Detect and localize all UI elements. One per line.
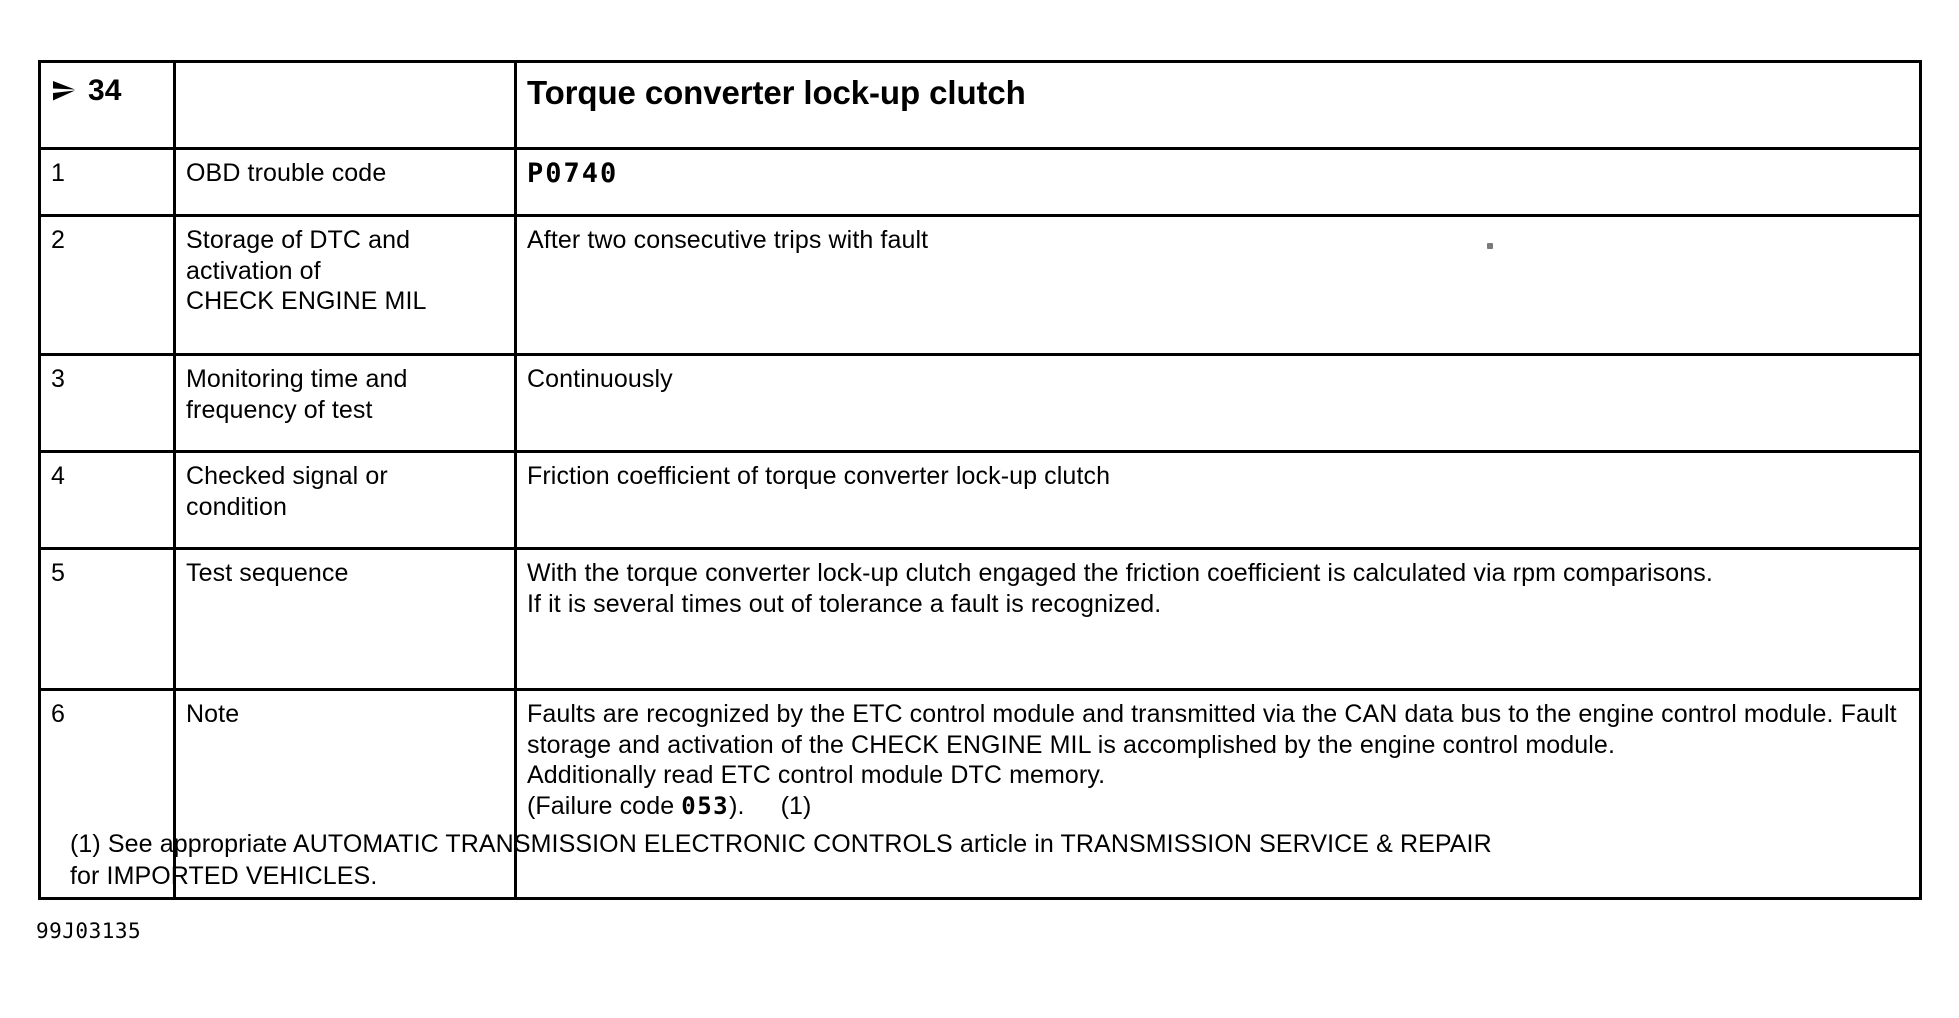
row-value: Faults are recognized by the ETC control… (514, 688, 1922, 900)
header-empty-cell (173, 60, 517, 150)
table-row: 5 Test sequence With the torque converte… (38, 547, 1922, 691)
row-label: Storage of DTC and activation of CHECK E… (173, 214, 517, 356)
header-title-cell: Torque converter lock-up clutch (514, 60, 1922, 150)
row-label: Checked signal or condition (173, 450, 517, 550)
page-title: Torque converter lock-up clutch (527, 74, 1026, 111)
table-header-row: 34 Torque converter lock-up clutch (38, 60, 1922, 150)
table-row: 2 Storage of DTC and activation of CHECK… (38, 214, 1922, 356)
double-chevron-right-icon (51, 78, 81, 104)
row-label: Monitoring time and frequency of test (173, 353, 517, 453)
row-value: Friction coefficient of torque converter… (514, 450, 1922, 550)
header-badge-number: 34 (88, 74, 122, 107)
note-footnote-ref: (1) (780, 791, 812, 820)
table-row: 6 Note Faults are recognized by the ETC … (38, 688, 1922, 900)
table-row: 4 Checked signal or condition Friction c… (38, 450, 1922, 550)
row-index: 4 (38, 450, 176, 550)
row-label: Test sequence (173, 547, 517, 691)
dtc-diagnostic-table: 34 Torque converter lock-up clutch 1 OBD… (38, 60, 1922, 900)
header-badge-cell: 34 (38, 60, 176, 150)
row-index: 6 (38, 688, 176, 900)
row-value: After two consecutive trips with fault (514, 214, 1922, 356)
document-id-code: 99J03135 (36, 919, 142, 943)
row-label: Note (173, 688, 517, 900)
row-index: 3 (38, 353, 176, 453)
footnote-text: (1) See appropriate AUTOMATIC TRANSMISSI… (70, 830, 1492, 890)
row-value: With the torque converter lock-up clutch… (514, 547, 1922, 691)
note-text-part1: Faults are recognized by the ETC control… (527, 700, 1897, 820)
row-index: 5 (38, 547, 176, 691)
row-value: P0740 (514, 147, 1922, 217)
header-badge: 34 (51, 73, 163, 110)
note-text-part2: ). (729, 791, 745, 820)
scan-artifact-dot (1487, 243, 1493, 249)
row-label: OBD trouble code (173, 147, 517, 217)
row-index: 2 (38, 214, 176, 356)
row-index: 1 (38, 147, 176, 217)
table-row: 3 Monitoring time and frequency of test … (38, 353, 1922, 453)
table-row: 1 OBD trouble code P0740 (38, 147, 1922, 217)
obd-trouble-code-value: P0740 (527, 158, 619, 189)
failure-code-value: 053 (681, 791, 730, 820)
row-value: Continuously (514, 353, 1922, 453)
